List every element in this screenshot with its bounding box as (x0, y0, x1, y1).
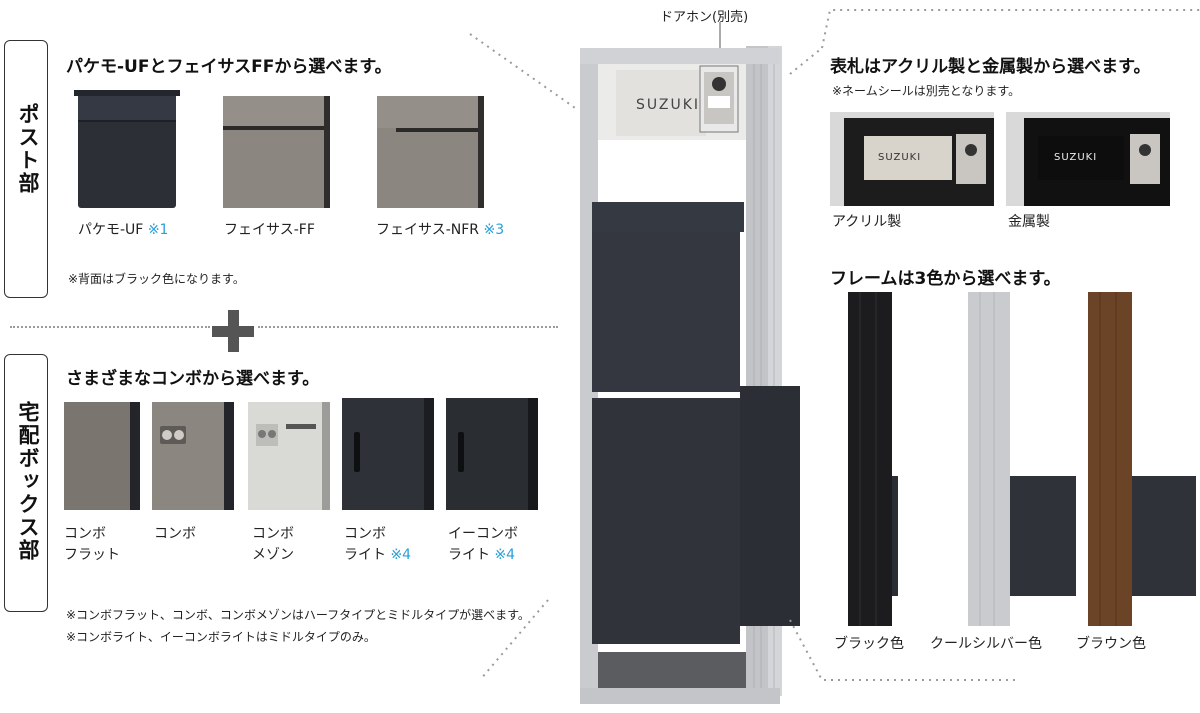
post-image-facesus-nfr (377, 96, 484, 208)
nameplate-image-acrylic (830, 112, 994, 206)
product-main-image (580, 46, 800, 704)
box-section-heading: さまざまなコンボから選べます。 (66, 369, 320, 389)
box-item-mark-5: ※4 (494, 547, 516, 563)
nameplate-image-metal (1006, 112, 1170, 206)
nameplate-label-acrylic: アクリル製 (832, 214, 902, 230)
nameplate-acrylic-text: SUZUKI (878, 152, 922, 163)
box-item-mark-4: ※4 (390, 547, 412, 563)
plus-icon (228, 310, 239, 352)
box-item-line1-4: コンボ (344, 526, 386, 542)
box-item-line2-1: フラット (64, 547, 120, 563)
nameplate-label-metal: 金属製 (1008, 214, 1050, 230)
doorphone-label: ドアホン(別売) (660, 10, 749, 25)
frame-image-brown (1088, 292, 1196, 626)
post-image-facesus-ff (223, 96, 330, 208)
box-item-line1-3: コンボ (252, 526, 294, 542)
post-item-name-1: パケモ-UF (78, 222, 144, 238)
box-image-combo-flat (64, 402, 140, 510)
box-item-line2-3: メゾン (252, 547, 294, 563)
frame-image-black (848, 292, 898, 626)
box-item-line2-4-wrap: ライト ※4 (344, 545, 411, 566)
box-section-note-2: ※コンボライト、イーコンボライトはミドルタイプのみ。 (66, 630, 376, 644)
box-image-combo (152, 402, 234, 510)
box-item-line2-4: ライト (344, 547, 386, 563)
box-image-combo-light (342, 398, 434, 510)
section-divider-right (258, 326, 558, 328)
frame-label-brown: ブラウン色 (1076, 636, 1146, 652)
box-item-line2-5-wrap: ライト ※4 (448, 545, 518, 566)
post-section-note: ※背面はブラック色になります。 (68, 272, 245, 286)
post-section-heading: パケモ-UFとフェイサスFFから選べます。 (66, 57, 392, 77)
post-item-mark-3: ※3 (483, 222, 505, 238)
box-image-combo-maison (248, 402, 330, 510)
box-section-side-label: 宅配ボックス部 (16, 401, 40, 562)
post-item-label-3: フェイサス-NFR ※3 (376, 220, 504, 241)
frame-label-silver: クールシルバー色 (930, 636, 1042, 652)
dotted-guide-lines-left (469, 33, 579, 681)
box-item-line1-2: コンボ (154, 526, 196, 542)
frame-image-silver (968, 292, 1076, 626)
post-item-label-1: パケモ-UF ※1 (78, 220, 168, 241)
frame-section-heading: フレームは3色から選べます。 (830, 269, 1061, 289)
box-item-line1-5: イーコンボ (448, 526, 518, 542)
box-item-label-1: コンボ フラット (64, 524, 120, 566)
box-item-label-3: コンボ メゾン (252, 524, 294, 566)
post-item-name-3: フェイサス-NFR (376, 222, 480, 238)
box-item-label-5: イーコンボ ライト ※4 (448, 524, 518, 566)
nameplate-metal-text: SUZUKI (1054, 152, 1098, 163)
product-nameplate-text: SUZUKI (636, 97, 701, 113)
post-section-side-label: ポスト部 (16, 103, 40, 195)
nameplate-section-heading: 表札はアクリル製と金属製から選べます。 (830, 57, 1151, 77)
box-item-label-2: コンボ (154, 524, 196, 545)
box-section-side-label-box: 宅配ボックス部 (4, 354, 48, 612)
box-image-e-combo-light (446, 398, 538, 510)
box-item-line1-1: コンボ (64, 526, 106, 542)
box-item-label-4: コンボ ライト ※4 (344, 524, 411, 566)
dotted-guide-lines-right (789, 9, 1200, 681)
post-item-label-2: フェイサス-FF (224, 220, 315, 241)
frame-label-black: ブラック色 (834, 636, 904, 652)
section-divider (10, 326, 210, 328)
post-image-pakemo-uf (74, 90, 180, 208)
post-item-name-2: フェイサス-FF (224, 222, 315, 238)
post-section-side-label-box: ポスト部 (4, 40, 48, 298)
post-item-mark-1: ※1 (147, 222, 169, 238)
box-section-note-1: ※コンボフラット、コンボ、コンボメゾンはハーフタイプとミドルタイプが選べます。 (66, 608, 530, 622)
box-item-line2-5: ライト (448, 547, 490, 563)
nameplate-section-sub: ※ネームシールは別売となります。 (832, 84, 1021, 98)
